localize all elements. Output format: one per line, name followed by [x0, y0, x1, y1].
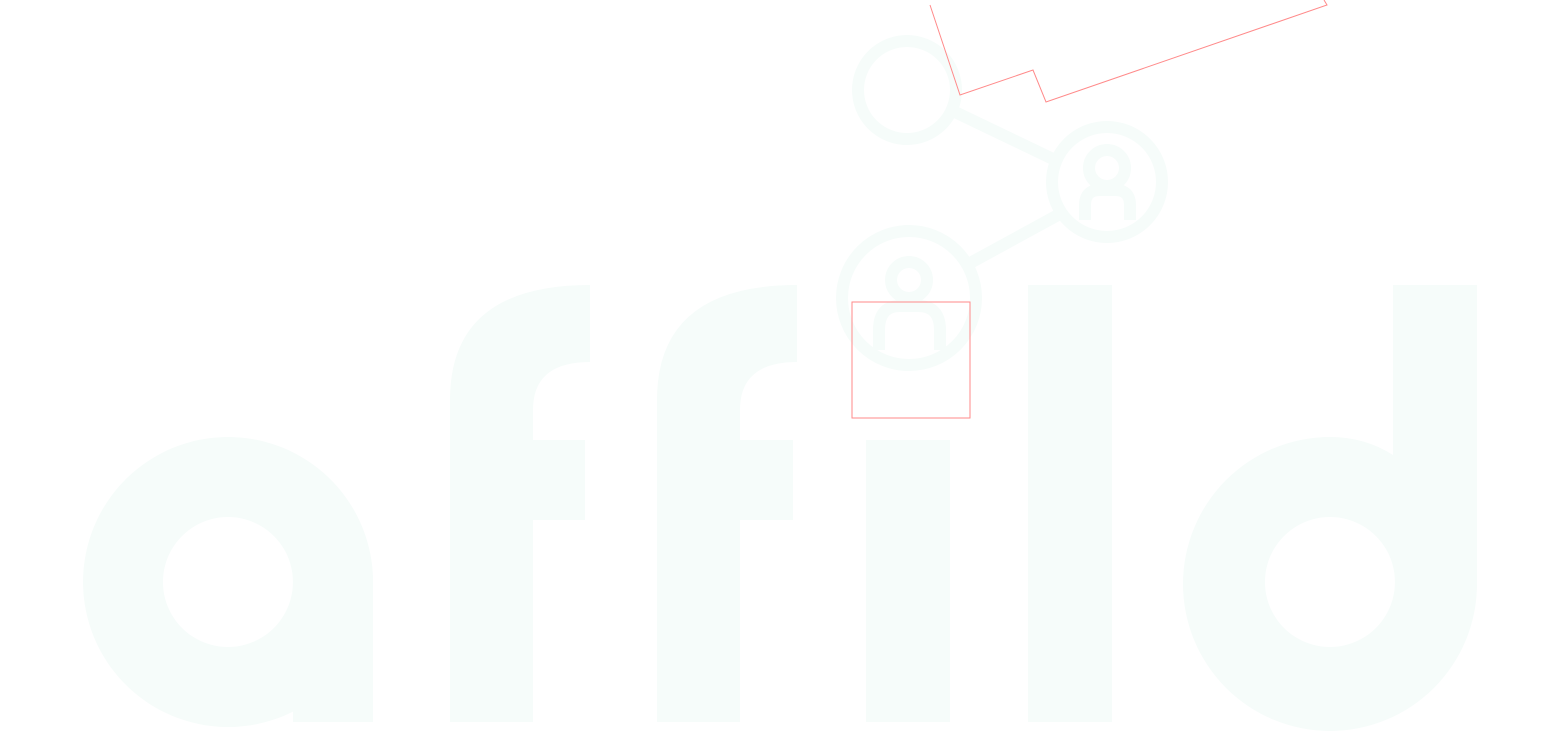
person-body-bottom — [873, 300, 946, 350]
letter-i — [866, 440, 950, 722]
person-body-right — [1079, 184, 1136, 220]
network-people-icon — [836, 35, 1168, 371]
person-head-bottom — [885, 256, 933, 304]
letter-f-1 — [450, 285, 590, 722]
person-head-right — [1083, 144, 1131, 192]
node-circle-top — [852, 35, 962, 145]
wordmark — [83, 285, 1477, 731]
node-circle-right — [1046, 121, 1168, 243]
letter-d — [1183, 285, 1477, 731]
letter-f-2 — [657, 285, 797, 722]
letter-a-stem — [293, 575, 373, 722]
guide-outlines — [851, 0, 1328, 419]
node-circle-bottom — [836, 225, 982, 371]
letter-l — [1028, 285, 1112, 722]
